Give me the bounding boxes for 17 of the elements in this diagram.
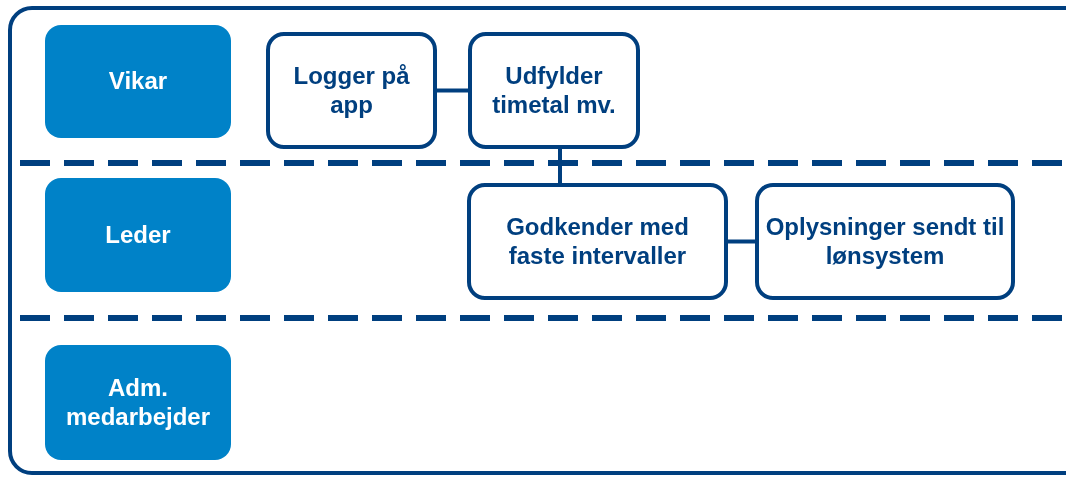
connector-line [558, 149, 562, 183]
lane-label-box [45, 25, 231, 138]
connector-line [728, 239, 755, 244]
connector-line [437, 88, 468, 93]
process-box [467, 183, 728, 300]
lane-label: Vikar [108, 67, 168, 96]
lane-label: Leder [105, 220, 171, 250]
step-label: Udfylder timetal mv. [491, 61, 617, 120]
step-label: Logger på app [292, 61, 411, 120]
step-label: Godkender med faste intervaller [505, 212, 690, 271]
lane-label: Adm. medarbejder [64, 373, 212, 432]
process-box [755, 183, 1015, 300]
lane-label-box [45, 345, 231, 460]
process-box [266, 32, 437, 149]
process-box [468, 32, 640, 149]
lane-label-box [45, 178, 231, 292]
step-label: Oplysninger sendt til lønsystem [765, 212, 1005, 271]
